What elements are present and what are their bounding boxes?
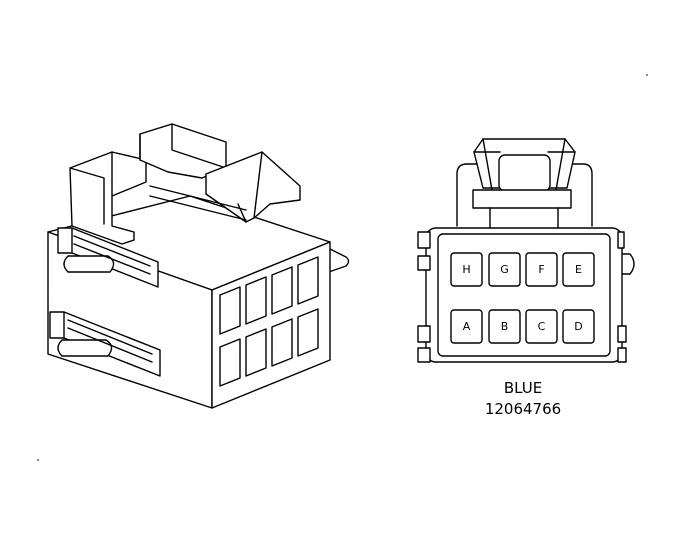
cavity-row-top: H G F E <box>450 252 595 287</box>
connector-part-number: 12064766 <box>485 400 561 418</box>
cavity-label-f: F <box>538 263 544 276</box>
front-cavities <box>219 256 319 387</box>
cavity-label-e: E <box>575 263 582 276</box>
cavity-h <box>450 252 483 287</box>
cavity-label-h: H <box>462 263 470 276</box>
cavity-b <box>488 309 521 344</box>
speck <box>646 74 648 76</box>
connector-color-label: BLUE <box>504 379 542 397</box>
cavity-label-c: C <box>538 320 546 333</box>
cavity-f <box>525 252 558 287</box>
top-latch <box>69 123 301 245</box>
speck <box>37 459 39 461</box>
lower-side-rail <box>49 311 161 377</box>
latch-bar <box>472 189 572 209</box>
connector-isometric-view <box>47 123 350 409</box>
cavity-d <box>562 309 595 344</box>
cavity-label-b: B <box>501 320 509 333</box>
cavity-c <box>525 309 558 344</box>
cavity-a <box>450 309 483 344</box>
connector-face-view: H G F E A B C D BLUE 12064766 <box>417 138 635 418</box>
cavity-g <box>488 252 521 287</box>
cavity-e <box>562 252 595 287</box>
cavity-label-a: A <box>463 320 471 333</box>
face-latch <box>472 138 576 229</box>
cavity-row-bottom: A B C D <box>450 309 595 344</box>
cavity-label-g: G <box>500 263 509 276</box>
cavity-label-d: D <box>574 320 582 333</box>
upper-side-rail <box>57 227 159 288</box>
rear-tab <box>325 246 350 274</box>
